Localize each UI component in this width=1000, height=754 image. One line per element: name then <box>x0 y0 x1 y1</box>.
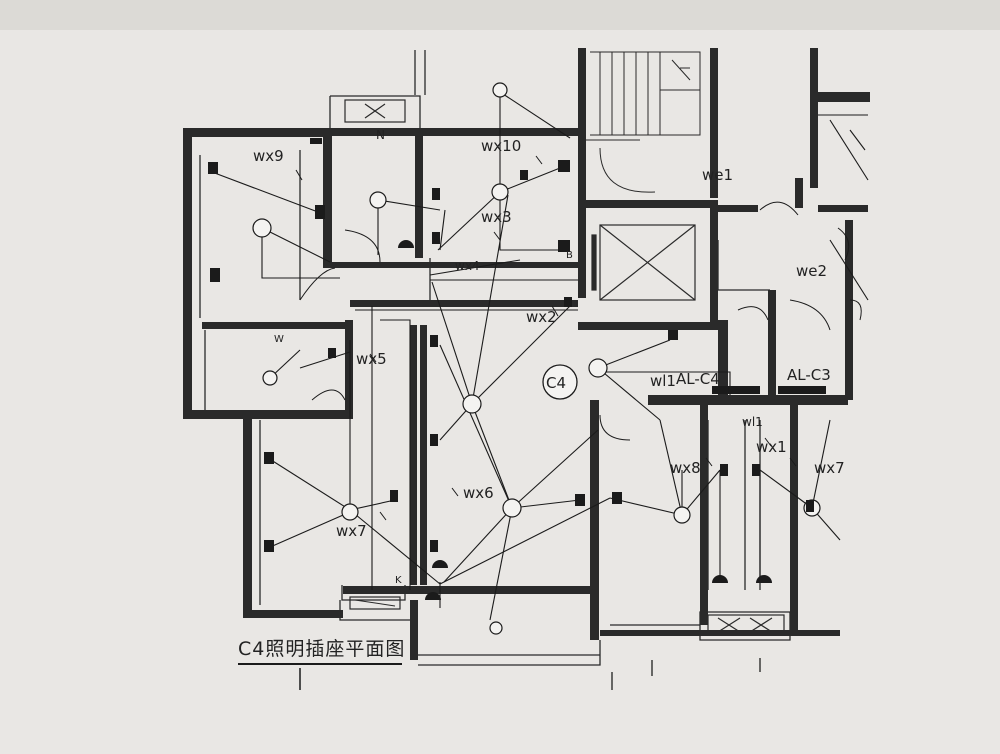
cabinet-lower-left <box>349 596 401 610</box>
label-wx2: wx2 <box>526 308 557 326</box>
light-foyer <box>588 358 608 378</box>
light-fixtures <box>252 82 821 635</box>
light-corridor <box>462 394 482 414</box>
label-al-c3: AL-C3 <box>787 366 831 384</box>
label-wx6: wx6 <box>463 484 494 502</box>
wiring <box>211 91 841 621</box>
light-balcony-top <box>492 82 508 98</box>
plan-code-text: C4 <box>546 374 566 392</box>
fixture-n: N <box>376 128 385 142</box>
light-balcony-bottom <box>489 621 503 635</box>
light-bath-1 <box>369 191 387 209</box>
walls <box>183 48 870 660</box>
cabinet-top: N <box>344 99 406 142</box>
light-room-top <box>491 183 509 201</box>
wire-ticks <box>295 155 797 521</box>
label-wl1: wl1 <box>650 372 676 390</box>
fixture-b: B <box>566 250 573 261</box>
label-wl1-b: wl1 <box>742 415 763 429</box>
circuit-labels: wx9 wx10 wx3 wx4 wx2 wx5 wx6 wx7 wx8 wx1… <box>253 137 845 586</box>
label-wx10: wx10 <box>481 137 521 155</box>
label-wx7-right: wx7 <box>814 459 845 477</box>
fixture-k: K <box>395 575 402 586</box>
door-swings <box>299 201 862 441</box>
fixture-w: W <box>274 334 284 345</box>
panel-al-c3-box <box>778 386 826 394</box>
light-bath-2 <box>262 370 278 386</box>
bottom-marks <box>611 658 761 690</box>
drawing-title-block: C4照明插座平面图 <box>238 638 405 690</box>
light-bedroom-2 <box>341 503 359 521</box>
label-wx3: wx3 <box>481 208 512 226</box>
light-bedroom-3 <box>673 506 691 524</box>
plan-code-marker: C4 <box>542 364 578 400</box>
cabinet-bottom <box>707 614 785 636</box>
label-al-c4: AL-C4 <box>676 370 720 388</box>
paper-shadow <box>0 0 1000 30</box>
elevator-shaft <box>591 224 696 301</box>
label-we1: we1 <box>702 166 733 184</box>
panel-al-c4-box <box>712 386 760 394</box>
label-wx7-left: wx7 <box>336 522 367 540</box>
light-living <box>502 498 522 518</box>
panels <box>712 386 826 394</box>
sockets <box>208 138 814 600</box>
label-wx4: wx4 <box>455 259 480 273</box>
drawing-title: C4照明插座平面图 <box>238 638 405 660</box>
label-wx1: wx1 <box>756 438 787 456</box>
stairs <box>585 51 701 193</box>
label-wx9: wx9 <box>253 147 284 165</box>
light-bedroom-1 <box>252 218 272 238</box>
right-room-lines <box>818 114 869 301</box>
label-wx5: wx5 <box>356 350 387 368</box>
label-wx8: wx8 <box>670 459 701 477</box>
label-we2: we2 <box>796 262 827 280</box>
